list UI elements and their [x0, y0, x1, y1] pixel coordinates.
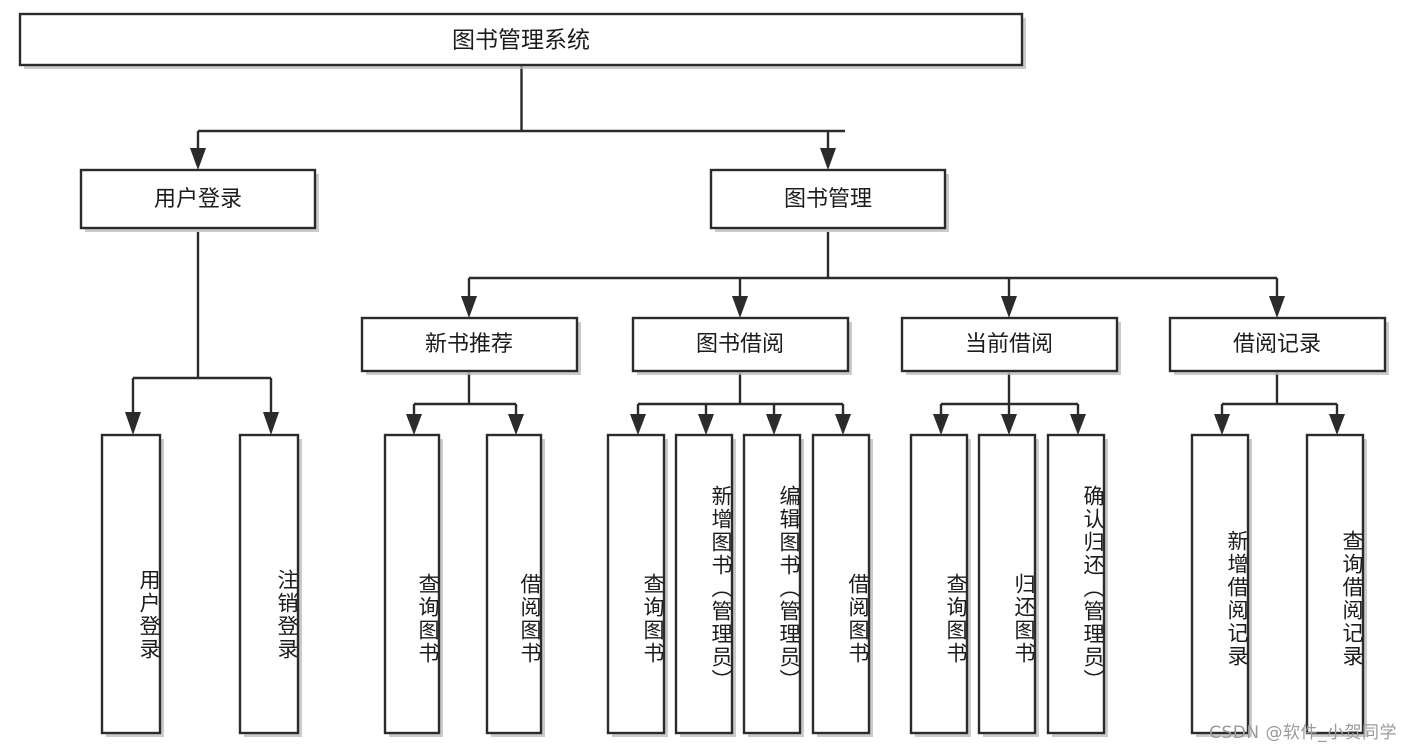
node-leaf-add-book[interactable]: [674, 433, 736, 737]
connector-bookmanage-to-level3: [461, 232, 1285, 318]
node-leaf-add-record[interactable]: [1190, 433, 1252, 737]
csdn-watermark: CSDN @软件_小贺同学: [1209, 723, 1397, 743]
node-leaf-query-book-2[interactable]: [606, 433, 668, 737]
node-leaf-user-login[interactable]: [100, 433, 164, 737]
node-book-manage-label: 图书管理: [784, 187, 872, 212]
node-current-borrow[interactable]: 当前借阅: [900, 316, 1121, 375]
connector-layer: [125, 65, 1345, 435]
connector-newbook-to-leaves: [406, 373, 524, 435]
connector-bookborrow-to-leaves: [630, 373, 851, 435]
node-leaf-query-book-3[interactable]: [909, 433, 971, 737]
node-user-login-label: 用户登录: [154, 187, 242, 212]
node-book-borrow[interactable]: 图书借阅: [631, 316, 852, 375]
node-leaf-query-record[interactable]: [1305, 433, 1367, 737]
connector-currentborrow-to-leaves: [933, 373, 1086, 435]
node-root[interactable]: 图书管理系统: [18, 12, 1026, 69]
node-leaf-edit-book[interactable]: [742, 433, 804, 737]
node-leaf-borrow-book-1[interactable]: [485, 433, 545, 737]
node-root-label: 图书管理系统: [452, 28, 590, 54]
node-leaf-user-logout[interactable]: [238, 433, 302, 737]
node-book-manage[interactable]: 图书管理: [709, 168, 949, 232]
connector-userlogin-to-leaves: [125, 232, 279, 435]
node-borrow-record-label: 借阅记录: [1233, 332, 1321, 357]
node-new-book-recommend[interactable]: 新书推荐: [360, 316, 581, 375]
node-new-book-recommend-label: 新书推荐: [425, 332, 513, 357]
node-leaf-borrow-book-2[interactable]: [811, 433, 873, 737]
connector-borrowrecord-to-leaves: [1214, 373, 1345, 435]
node-leaf-query-book-1[interactable]: [383, 433, 443, 737]
node-book-borrow-label: 图书借阅: [696, 332, 784, 357]
node-leaf-return-book[interactable]: [977, 433, 1039, 737]
node-leaf-confirm-return[interactable]: [1046, 433, 1108, 737]
connector-root-to-level2: [190, 65, 845, 170]
node-borrow-record[interactable]: 借阅记录: [1168, 316, 1389, 375]
node-user-login[interactable]: 用户登录: [79, 168, 319, 232]
node-layer: 图书管理系统 用户登录 图书管理 新书推荐: [18, 12, 1389, 737]
node-current-borrow-label: 当前借阅: [965, 332, 1053, 357]
